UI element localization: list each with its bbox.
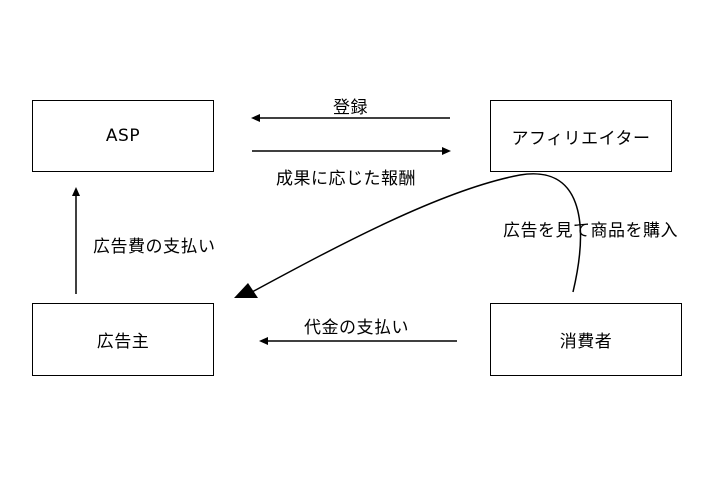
arrow-ad-fee [72,187,80,294]
reward-label: 成果に応じた報酬 [276,169,416,189]
arrow-reward [252,147,451,155]
arrow-price-payment [259,337,457,345]
advertiser-box: 広告主 [32,303,214,376]
asp-box: ASP [32,100,214,172]
price-payment-label: 代金の支払い [304,318,409,338]
see-ad-buy-label: 広告を見て商品を購入 [503,221,678,241]
affiliate-label: アフィリエイター [511,128,651,149]
consumer-label: 消費者 [559,332,613,352]
affiliate-box: アフィリエイター [490,100,672,172]
advertiser-label: 広告主 [96,332,150,352]
register-label: 登録 [333,98,368,118]
arrow-register [251,114,450,122]
ad-fee-label: 広告費の支払い [93,237,216,257]
asp-label: ASP [105,126,141,146]
arrow-see-ad-buy [234,173,582,298]
consumer-box: 消費者 [490,303,682,376]
